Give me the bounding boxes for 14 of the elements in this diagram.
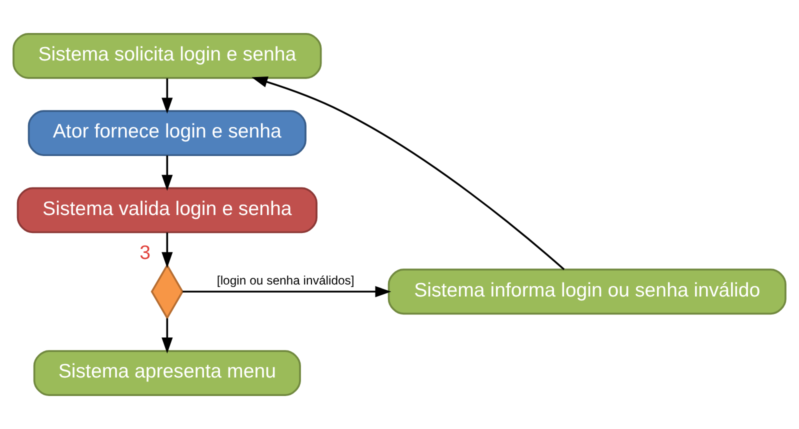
node-diamond — [150, 263, 184, 320]
arrow — [162, 232, 173, 268]
arrow — [162, 156, 173, 191]
arrow — [162, 78, 173, 114]
arrow — [252, 76, 565, 270]
node-box: Sistema solicita login e senha — [12, 32, 322, 79]
arrow — [162, 318, 173, 354]
node-box: Sistema apresenta menu — [33, 350, 301, 396]
edge-label: [login ou senha inválidos] — [216, 273, 354, 288]
node-label: 3 — [140, 242, 151, 264]
node-box: Sistema valida login e senha — [16, 187, 318, 234]
node-box: Sistema informa login ou senha inválido — [388, 268, 786, 315]
arrow — [182, 286, 392, 298]
node-box: Ator fornece login e senha — [28, 110, 306, 156]
